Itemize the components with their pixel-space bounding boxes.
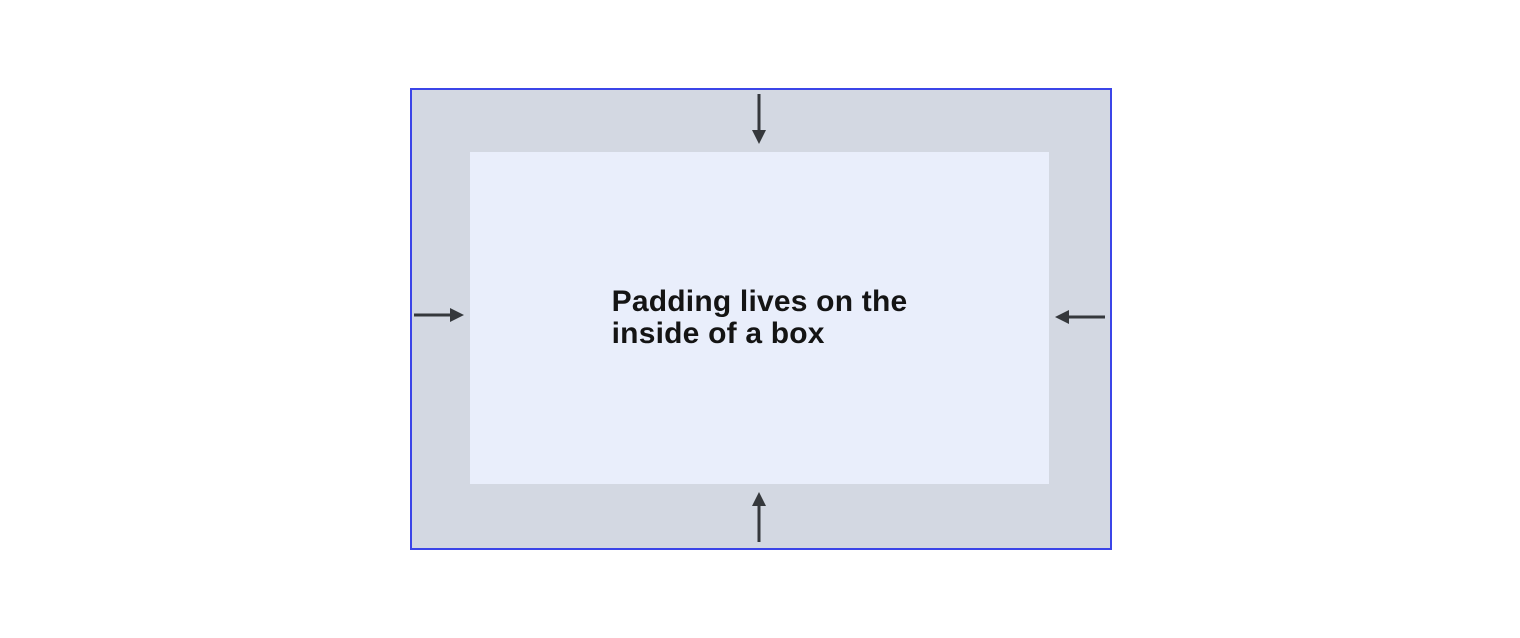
content-box: Padding lives on the inside of a box: [470, 152, 1049, 484]
padding-arrow-left-icon: [1055, 310, 1105, 324]
content-box-label: Padding lives on the inside of a box: [612, 286, 908, 350]
label-line-1: Padding lives on the: [611, 285, 908, 318]
label-line-2: inside of a box: [611, 317, 825, 350]
padding-arrow-up-icon: [752, 492, 766, 542]
padding-arrow-down-icon: [752, 94, 766, 144]
padding-arrow-right-icon: [414, 308, 464, 322]
